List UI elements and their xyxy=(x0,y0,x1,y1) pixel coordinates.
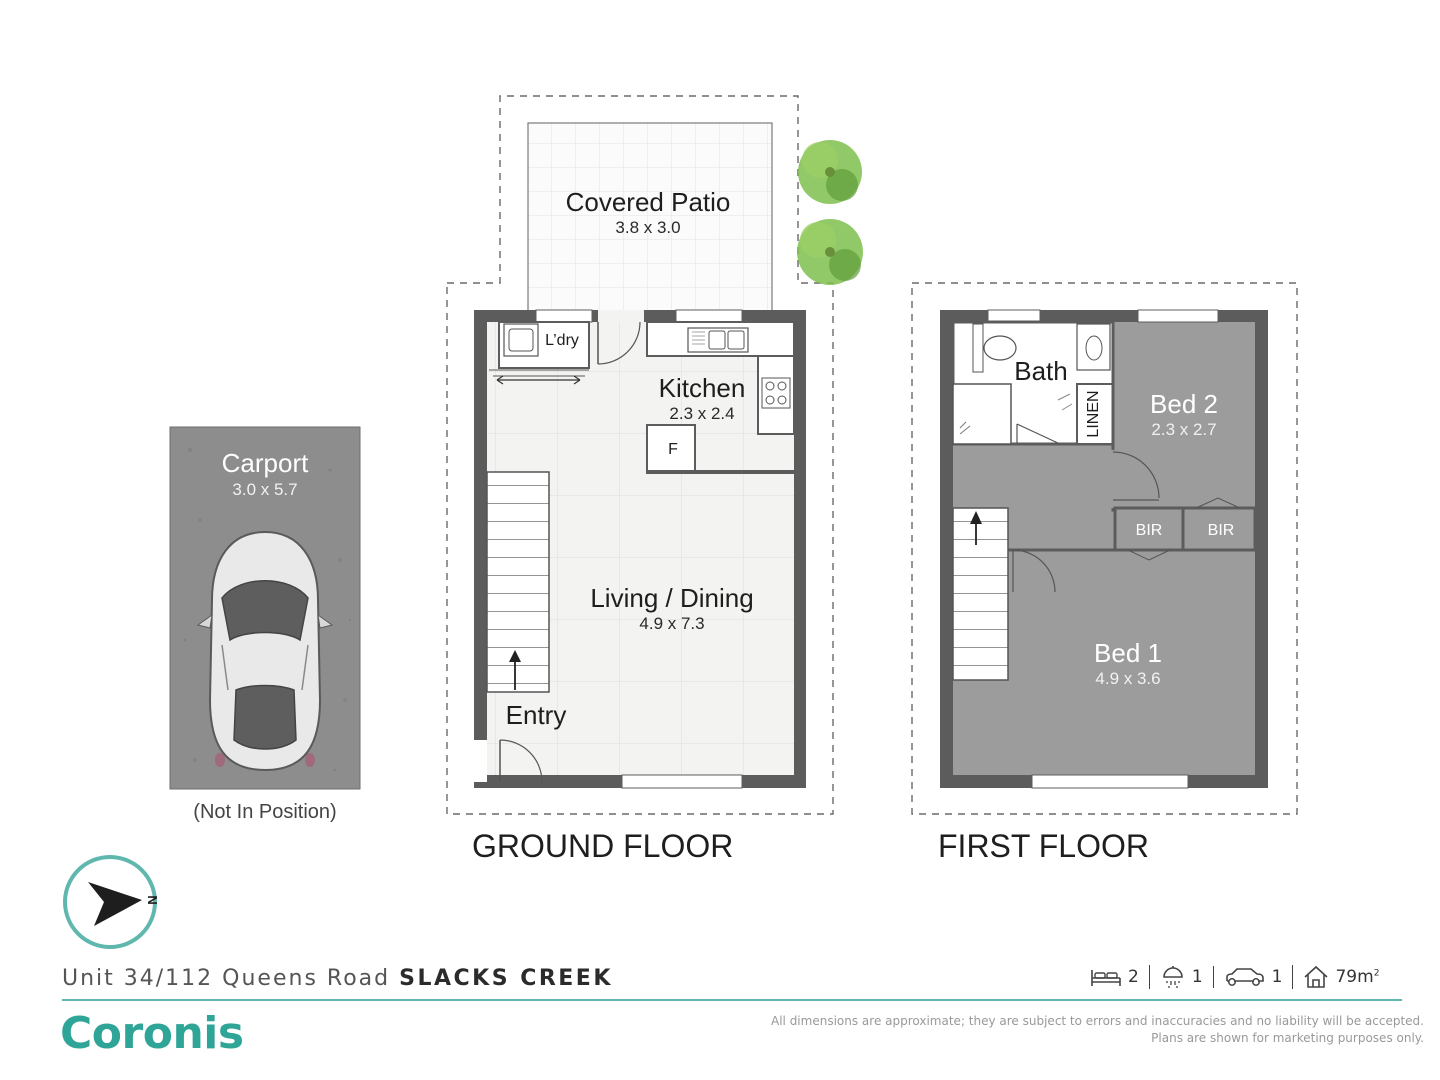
built-in-robes: BIR BIR xyxy=(1113,497,1257,561)
footer-divider xyxy=(62,999,1402,1001)
patio-dim: 3.8 x 3.0 xyxy=(615,218,680,237)
car-icon xyxy=(1225,968,1264,986)
covered-patio: Covered Patio 3.8 x 3.0 xyxy=(527,122,773,312)
compass: N xyxy=(63,855,160,949)
property-address: Unit 34/112 Queens Road SLACKS CREEK xyxy=(62,966,613,991)
ground-floor: Covered Patio 3.8 x 3.0 xyxy=(446,95,863,815)
car-top-view xyxy=(196,530,334,772)
tree-icon xyxy=(797,219,863,285)
linen-label: LINEN xyxy=(1085,390,1102,437)
cars-count: 1 xyxy=(1271,967,1283,987)
kitchen-dim: 2.3 x 2.4 xyxy=(669,404,734,423)
bed1-dim: 4.9 x 3.6 xyxy=(1095,669,1160,688)
fridge-label: F xyxy=(668,441,678,458)
beds-count: 2 xyxy=(1128,967,1139,987)
baths-count: 1 xyxy=(1191,967,1203,987)
shower-icon xyxy=(1163,966,1183,988)
floor-plan: Carport 3.0 x 5.7 (Not In Position) Cove… xyxy=(63,95,1298,949)
bed1-name: Bed 1 xyxy=(1094,638,1162,668)
laundry: L’dry xyxy=(489,321,590,385)
kitchen-name: Kitchen xyxy=(659,373,746,403)
entry-name: Entry xyxy=(506,700,567,730)
bed-icon xyxy=(1091,970,1121,986)
house-icon xyxy=(1304,965,1329,988)
bir-right-label: BIR xyxy=(1208,522,1235,539)
patio-name: Covered Patio xyxy=(566,187,731,217)
stat-cars: 1 xyxy=(1212,966,1293,988)
disclaimer-line-2: Plans are shown for marketing purposes o… xyxy=(1151,1031,1424,1045)
disclaimer-line-1: All dimensions are approximate; they are… xyxy=(771,1014,1424,1028)
bed2-name: Bed 2 xyxy=(1150,389,1218,419)
living-dining-dim: 4.9 x 7.3 xyxy=(639,614,704,633)
first-floor-stairs xyxy=(952,507,1009,681)
ground-floor-title: GROUND FLOOR xyxy=(472,828,733,864)
address-suburb: SLACKS CREEK xyxy=(399,966,613,991)
bath-name: Bath xyxy=(1014,356,1068,386)
property-stats: 2 1 1 79m2 xyxy=(1080,960,1400,994)
bir-left-label: BIR xyxy=(1136,522,1163,539)
compass-north-letter: N xyxy=(145,895,160,904)
laundry-name: L’dry xyxy=(545,332,579,349)
carport-name: Carport xyxy=(222,448,309,478)
first-floor: LINEN Bath Bed 2 2.3 x 2.7 BIR BIR xyxy=(911,282,1298,815)
tree-icon xyxy=(798,140,862,204)
carport-dim: 3.0 x 5.7 xyxy=(232,480,297,499)
stat-baths: 1 xyxy=(1148,965,1213,989)
area-value: 79m2 xyxy=(1335,967,1380,987)
ground-stairs xyxy=(486,471,550,693)
stat-area: 79m2 xyxy=(1292,965,1389,989)
first-floor-title: FIRST FLOOR xyxy=(938,828,1149,864)
address-street: Unit 34/112 Queens Road xyxy=(62,966,391,991)
kitchen: Kitchen 2.3 x 2.4 F xyxy=(646,321,795,474)
bathroom: LINEN Bath xyxy=(951,320,1115,446)
living-dining-name: Living / Dining xyxy=(590,583,753,613)
carport: Carport 3.0 x 5.7 xyxy=(169,426,361,790)
carport-note: (Not In Position) xyxy=(193,801,336,823)
bed2-dim: 2.3 x 2.7 xyxy=(1151,420,1216,439)
brand-logo: Coronis xyxy=(60,1008,244,1059)
compass-arrow-icon xyxy=(88,882,142,926)
disclaimer: All dimensions are approximate; they are… xyxy=(724,1013,1424,1047)
stat-beds: 2 xyxy=(1080,966,1149,988)
